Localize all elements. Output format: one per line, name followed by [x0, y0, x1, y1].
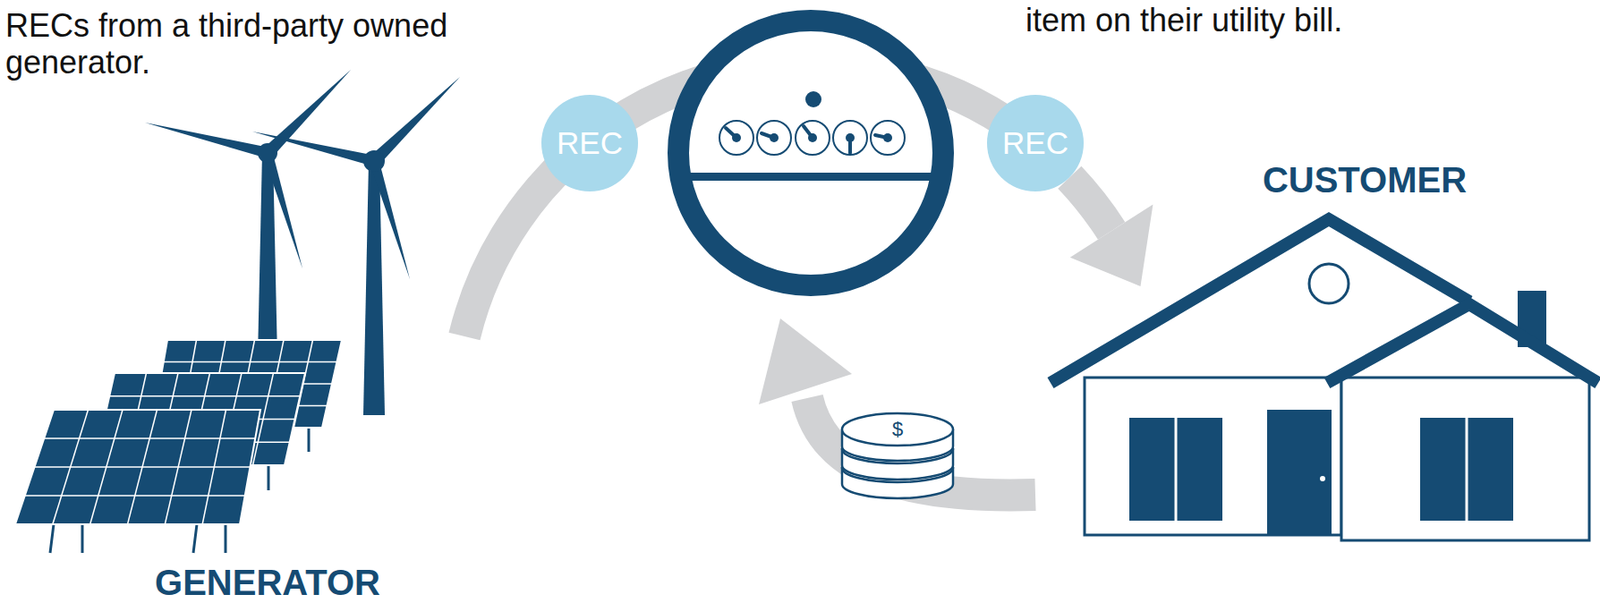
rec-circle: REC — [541, 94, 639, 192]
panel-grid-line — [34, 466, 251, 469]
panel-grid-line — [109, 395, 300, 398]
payment-arrowhead — [758, 318, 852, 405]
rec-text: REC — [556, 125, 623, 162]
rec-circle: REC — [987, 94, 1084, 192]
generator-heading: GENERATOR — [133, 561, 402, 603]
utility-meter — [678, 20, 944, 286]
panel-grid-line — [25, 494, 246, 497]
note-text: item on their utility bill. — [1025, 1, 1527, 39]
solar-panels — [15, 340, 342, 554]
rec-text: REC — [1002, 125, 1069, 162]
panel-grid-line — [43, 437, 256, 440]
panel-grid — [25, 409, 256, 525]
customer-house: CUSTOMER — [1038, 152, 1600, 573]
currency-symbol: $ — [879, 417, 916, 441]
panel-grid-line — [163, 361, 338, 364]
node-heading: CUSTOMER — [1259, 159, 1471, 201]
note-text: RECs from a third-party owned generator. — [5, 7, 525, 81]
arrowhead — [1070, 204, 1154, 287]
coin-stack — [842, 413, 954, 499]
flow-connector — [1069, 177, 1112, 231]
